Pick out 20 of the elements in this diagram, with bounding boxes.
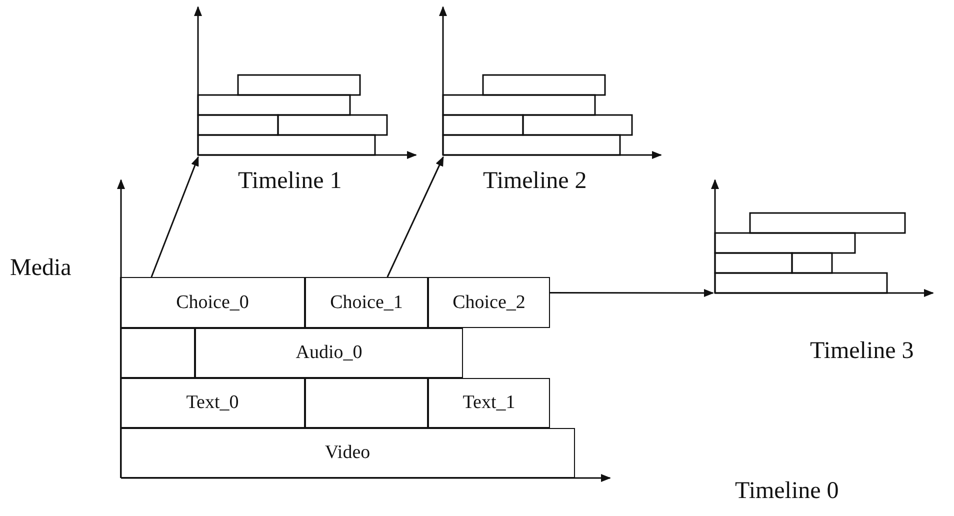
timeline-chart: [196, 5, 418, 157]
timeline-label: Timeline 3: [810, 338, 914, 365]
empty-segment-box: [120, 328, 195, 378]
axis-label: Timeline 0: [735, 478, 839, 505]
media-segment-box: Choice_1: [305, 277, 428, 328]
media-segment-box: Text_1: [428, 378, 550, 428]
media-segment-box: Choice_2: [428, 277, 550, 328]
timeline-label: Timeline 2: [483, 168, 587, 195]
media-segment-box: Choice_0: [120, 277, 305, 328]
timeline-label: Timeline 1: [238, 168, 342, 195]
media-segment-box: Text_0: [120, 378, 305, 428]
arrow: [550, 289, 714, 297]
arrow: [386, 156, 444, 278]
arrow: [150, 156, 199, 278]
axis-label: Media: [10, 255, 72, 282]
timeline-chart: [713, 178, 935, 295]
media-segment-box: Audio_0: [195, 328, 463, 378]
empty-segment-box: [305, 378, 428, 428]
media-segment-box: Video: [120, 428, 575, 478]
timeline-chart: [441, 5, 663, 157]
